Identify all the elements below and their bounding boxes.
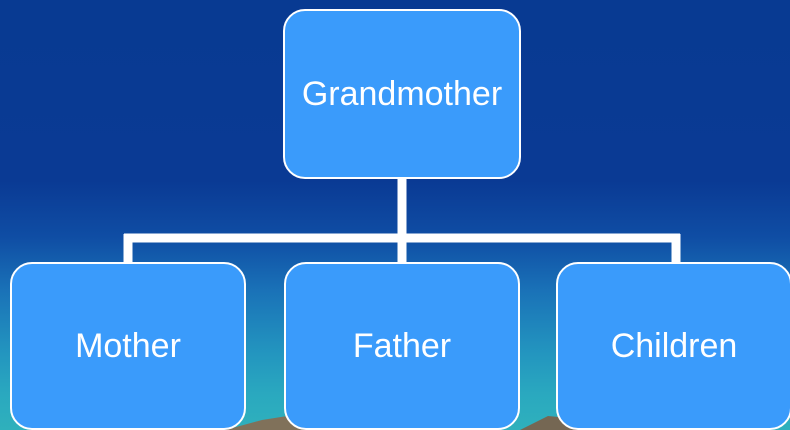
node-father-label: Father (352, 327, 452, 365)
node-mother-label: Mother (75, 327, 181, 365)
node-children[interactable]: Children (556, 262, 790, 430)
node-father[interactable]: Father (284, 262, 520, 430)
node-mother[interactable]: Mother (10, 262, 246, 430)
node-grandmother[interactable]: Grandmother (283, 9, 521, 179)
node-children-label: Children (610, 327, 738, 365)
node-grandmother-label: Grandmother (301, 75, 503, 113)
